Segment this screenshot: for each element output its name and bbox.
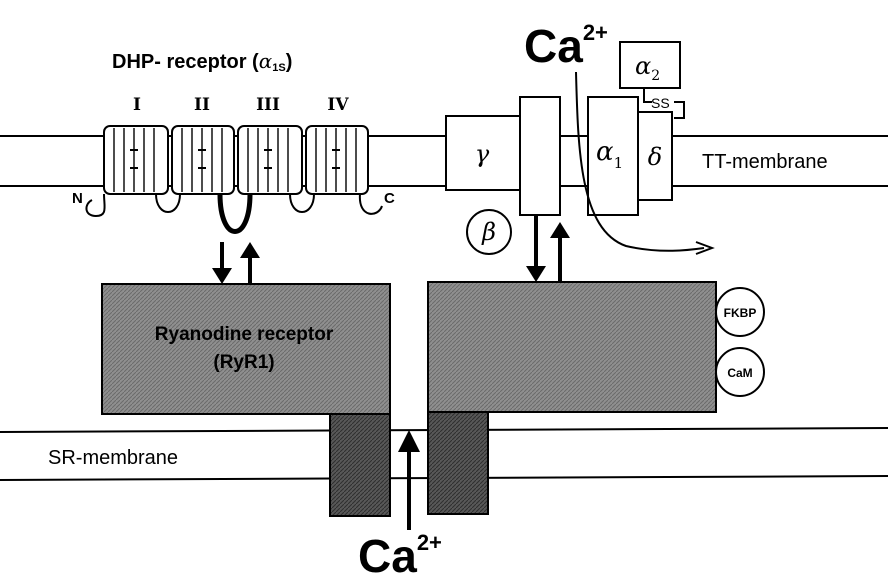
up-arrow-icon	[550, 222, 570, 238]
domain-cross-marks	[130, 149, 340, 169]
ryr-label-line1: Ryanodine receptor	[155, 324, 334, 345]
ss-bridge-right	[674, 101, 685, 119]
tt-membrane-label: TT-membrane	[702, 151, 828, 173]
ss-label: SS	[651, 95, 670, 111]
fkbp-label: FKBP	[724, 306, 757, 320]
gamma-label: γ	[475, 140, 490, 168]
domain-iii	[237, 125, 303, 195]
up-arrow-icon	[240, 242, 260, 258]
domain-label-iii: III	[256, 95, 280, 115]
dhp-receptor-title: DHP- receptor (α1S)	[112, 49, 292, 74]
sr-membrane-label: SR-membrane	[48, 447, 178, 469]
down-arrow-icon	[526, 266, 546, 282]
alpha1-label: α1	[596, 137, 623, 172]
down-arrow-icon	[212, 268, 232, 284]
influx-arrow-icon	[695, 241, 715, 255]
domain-label-ii: II	[194, 95, 210, 115]
domain-ii	[171, 125, 235, 195]
ryr-pore-right	[427, 411, 489, 515]
loop-iii-iv	[289, 193, 315, 213]
alpha1-subunit	[587, 96, 639, 216]
cytoplasmic-loops	[85, 193, 383, 234]
dhp-domains	[103, 125, 369, 195]
ryanodine-receptor-left	[101, 283, 391, 415]
cam-badge	[715, 347, 765, 397]
domain-stripes	[113, 128, 357, 192]
c-terminal-loop	[358, 193, 383, 215]
alpha1-linker-subunit	[519, 96, 561, 216]
ryanodine-receptor-right	[427, 281, 717, 413]
left-coupling-arrows	[212, 242, 260, 284]
domain-i	[103, 125, 169, 195]
c-terminal-label: C	[384, 190, 395, 207]
beta-label: β	[481, 218, 496, 246]
loop-ii-iii	[217, 193, 253, 234]
calcium-top-label: Ca2+	[524, 20, 608, 72]
delta-subunit	[637, 111, 673, 201]
calcium-bottom-label: Ca2+	[358, 530, 442, 579]
right-coupling-arrows	[526, 216, 570, 284]
delta-label: δ	[648, 143, 662, 171]
alpha2-label: α2	[635, 52, 660, 84]
domain-iv	[305, 125, 369, 195]
domain-label-iv: IV	[327, 95, 349, 115]
loop-i-ii	[155, 193, 181, 213]
ryr-pore-left	[329, 413, 391, 517]
n-terminal-loop	[85, 193, 106, 218]
beta-subunit	[466, 209, 512, 255]
calcium-influx-path	[575, 71, 705, 252]
alpha2-subunit	[619, 41, 681, 89]
release-arrow-icon	[398, 430, 420, 452]
n-terminal-label: N	[72, 190, 83, 207]
ss-bridge-left	[643, 88, 652, 103]
domain-label-i: I	[133, 95, 141, 115]
ryr-label-line2: (RyR1)	[213, 352, 274, 373]
cam-label: CaM	[727, 366, 752, 380]
fkbp-badge	[715, 287, 765, 337]
